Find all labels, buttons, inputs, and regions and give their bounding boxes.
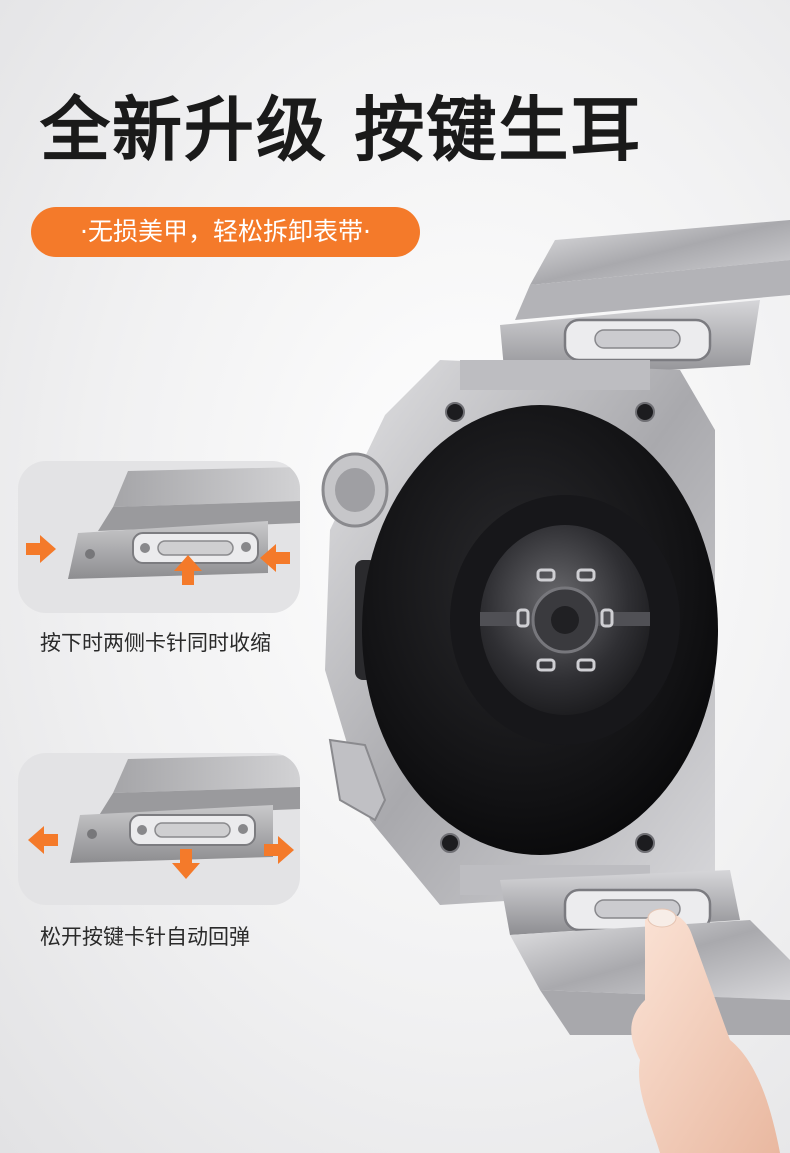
feature-badge: ·无损美甲，轻松拆卸表带·: [31, 207, 420, 257]
push-button-icon: [157, 540, 234, 556]
push-button-icon: [154, 822, 231, 838]
step-press-caption: 按下时两侧卡针同时收缩: [40, 631, 271, 655]
step-release-illustration: [18, 753, 300, 905]
arrow-left-icon: [28, 826, 58, 854]
step-press-illustration: [18, 461, 300, 613]
arrow-down-icon: [172, 849, 200, 879]
arrow-left-icon: [260, 544, 290, 572]
page-title: 全新升级 按键生耳: [40, 89, 643, 171]
arrow-up-icon: [174, 555, 202, 585]
watch-hero-image: [321, 220, 790, 1153]
arrow-right-icon: [26, 535, 56, 563]
arrow-right-icon: [264, 836, 294, 864]
step-release-caption: 松开按键卡针自动回弹: [40, 925, 250, 949]
